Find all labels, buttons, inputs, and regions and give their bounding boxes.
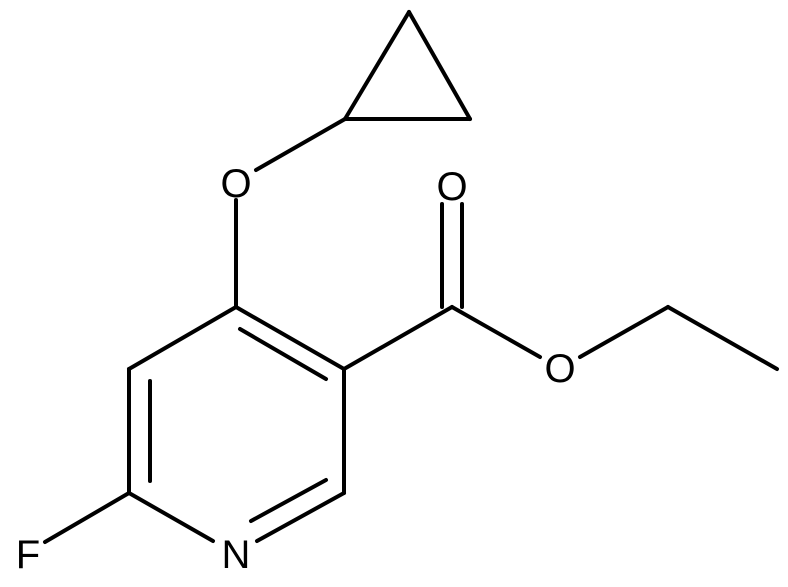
bond-cyclopropyl-oxygen [254, 117, 347, 172]
atom-labels: O O O N F [16, 162, 576, 577]
atom-label-nitrogen: N [222, 533, 251, 577]
bond-c3-c4-inner [238, 327, 328, 381]
atom-label-carbonyl-oxygen: O [436, 165, 467, 209]
bond-ester-oxygen-ch2 [578, 305, 670, 359]
bond-cyclopropyl-top-right [407, 10, 472, 121]
bond-ch2-ch3 [666, 305, 779, 371]
bond-c6-n [127, 491, 215, 543]
bond-n-c2 [255, 491, 346, 543]
atom-label-fluorine: F [16, 533, 40, 577]
bond-cyclopropyl-top-left [343, 10, 411, 121]
atom-label-ether-oxygen: O [220, 162, 251, 206]
bond-n-c2-inner [249, 478, 328, 523]
bond-carbonyl-carbon-ester-oxygen [450, 305, 542, 359]
atom-label-ester-oxygen: O [544, 347, 575, 391]
bond-c6-fluorine [43, 491, 131, 544]
bonds [43, 10, 779, 544]
bond-c3-carbonyl-carbon [342, 305, 454, 371]
bond-c4-c5 [127, 305, 238, 371]
bond-c3-c4 [234, 305, 346, 371]
